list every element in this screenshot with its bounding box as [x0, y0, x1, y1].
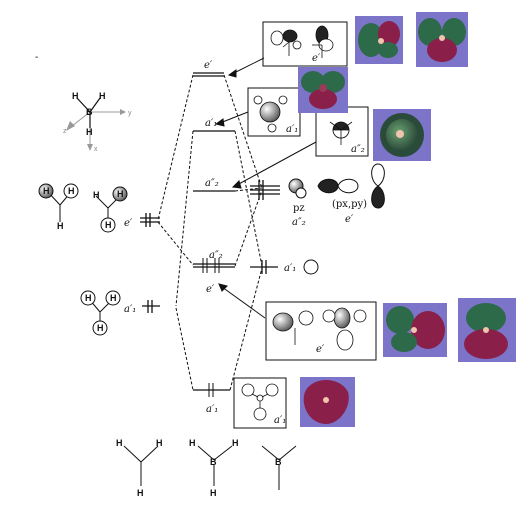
mo-levels	[193, 72, 235, 391]
box-a1-bond-label: a′₁	[274, 415, 286, 426]
axis-y: y	[128, 110, 132, 117]
level-a2-double-prime: a″₂	[205, 178, 219, 189]
atom-h: H	[110, 293, 117, 303]
pxy-symmetry: e′	[345, 214, 354, 225]
box-a2-double-prime	[315, 106, 369, 157]
level-a2-bonding: a″₂	[209, 250, 223, 261]
axis-x: x	[94, 146, 98, 153]
atom-h: H	[68, 186, 75, 196]
bottom-structures	[123, 445, 297, 490]
orbital-render-1	[355, 16, 403, 64]
atom-h: H	[72, 91, 79, 101]
orbital-render-7	[300, 377, 355, 427]
level-a1-prime-bonding: a′₁	[206, 404, 218, 415]
level-a1-prime-star: a′₁	[205, 118, 217, 129]
atom-h: H	[86, 127, 93, 137]
box-a2-label: a″₂	[351, 144, 365, 155]
box-a1-prime-bonding	[233, 377, 287, 429]
orbital-render-4	[373, 109, 431, 161]
h3-salc-a1-prime	[80, 290, 121, 336]
orbital-render-2	[416, 12, 468, 67]
correlation-lines	[157, 74, 263, 391]
box-top-e-label: e′	[312, 53, 321, 64]
atom-h: H	[57, 221, 64, 231]
level-e-prime-star: e′	[204, 60, 213, 71]
box-a1-star-label: a′₁	[286, 124, 298, 135]
b-p-orbitals	[288, 163, 385, 275]
atom-h: H	[93, 190, 100, 200]
left-a1-prime: a′₁	[124, 304, 136, 315]
right-levels	[250, 180, 280, 274]
axis-z: z	[63, 128, 67, 135]
left-e-prime: e′	[124, 218, 133, 229]
h3-salc-e-prime	[38, 183, 128, 233]
atom-h: H	[97, 323, 104, 333]
box-e-bond-label: e′	[316, 344, 325, 355]
orbital-render-6	[458, 298, 516, 362]
atom-h: H	[156, 438, 163, 448]
atom-h: H	[43, 186, 50, 196]
pz-symmetry: a″₂	[292, 217, 306, 228]
atom-h: H	[232, 438, 239, 448]
atom-h: H	[137, 488, 144, 498]
orbital-render-5	[383, 303, 447, 357]
pz-label: pz	[293, 203, 305, 214]
atom-h: H	[189, 438, 196, 448]
atom-h: H	[117, 189, 124, 199]
s-symmetry: a′₁	[284, 263, 296, 274]
atom-h: H	[85, 293, 92, 303]
atom-b: B	[210, 457, 217, 467]
atom-h: H	[105, 220, 112, 230]
orbital-render-3	[298, 67, 348, 113]
pxy-label: (px,py)	[332, 199, 367, 210]
electron-arrows	[202, 258, 220, 397]
box-e-prime-bonding	[265, 301, 377, 361]
atom-b: B	[86, 107, 93, 117]
atom-h: H	[210, 488, 217, 498]
box-a1-prime-star	[247, 87, 301, 137]
atom-h: H	[116, 438, 123, 448]
atom-h: H	[99, 91, 106, 101]
box-top-e-prime	[262, 21, 348, 67]
bh3-axes	[66, 97, 126, 151]
arrows	[214, 57, 317, 319]
stray-dash: -	[35, 52, 38, 63]
left-levels	[140, 213, 160, 313]
atom-b: B	[275, 457, 282, 467]
level-e-prime-bonding: e′	[206, 284, 215, 295]
